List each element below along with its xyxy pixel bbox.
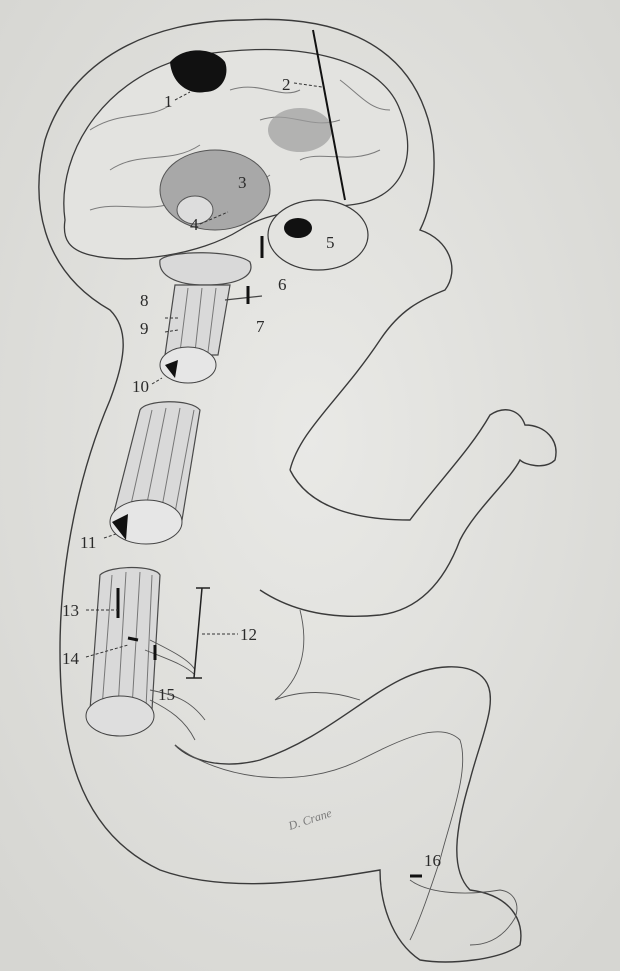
lesion-5 xyxy=(284,218,312,238)
cervical-cord xyxy=(165,285,230,355)
label-1: 1 xyxy=(164,92,173,111)
label-6: 6 xyxy=(278,275,287,294)
label-14: 14 xyxy=(62,649,80,668)
label-15: 15 xyxy=(158,685,175,704)
label-16: 16 xyxy=(424,851,441,870)
label-8: 8 xyxy=(140,291,149,310)
label-9: 9 xyxy=(140,319,149,338)
label-10: 10 xyxy=(132,377,149,396)
medulla-section xyxy=(160,253,251,285)
label-5: 5 xyxy=(326,233,335,252)
label-7: 7 xyxy=(256,317,265,336)
label-11: 11 xyxy=(80,533,96,552)
label-3: 3 xyxy=(238,173,247,192)
label-4: 4 xyxy=(190,215,199,234)
label-12: 12 xyxy=(240,625,257,644)
label-13: 13 xyxy=(62,601,79,620)
label-2: 2 xyxy=(282,75,291,94)
bar-14a xyxy=(128,638,138,640)
occipital-lobe xyxy=(268,200,368,270)
cord-cross-section-lumbar xyxy=(86,696,154,736)
cortical-shaded-area xyxy=(268,108,332,152)
